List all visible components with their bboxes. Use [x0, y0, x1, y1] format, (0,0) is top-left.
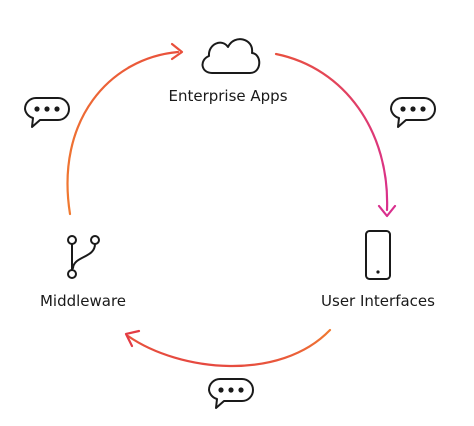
chat-bubble-icon [390, 97, 436, 128]
user-interfaces-label: User Interfaces [321, 292, 435, 310]
smartphone-icon [365, 230, 391, 280]
arrow-enterprise-to-user-interfaces [274, 52, 397, 218]
enterprise-apps-label: Enterprise Apps [168, 87, 287, 105]
cloud-icon [201, 38, 261, 74]
arrow-middleware-to-enterprise [66, 42, 184, 216]
chat-bubble-icon [24, 97, 70, 128]
chat-bubble-icon [208, 378, 254, 409]
arrow-user-interfaces-to-middleware [124, 328, 332, 368]
git-branch-icon [67, 235, 100, 279]
middleware-label: Middleware [40, 292, 126, 310]
